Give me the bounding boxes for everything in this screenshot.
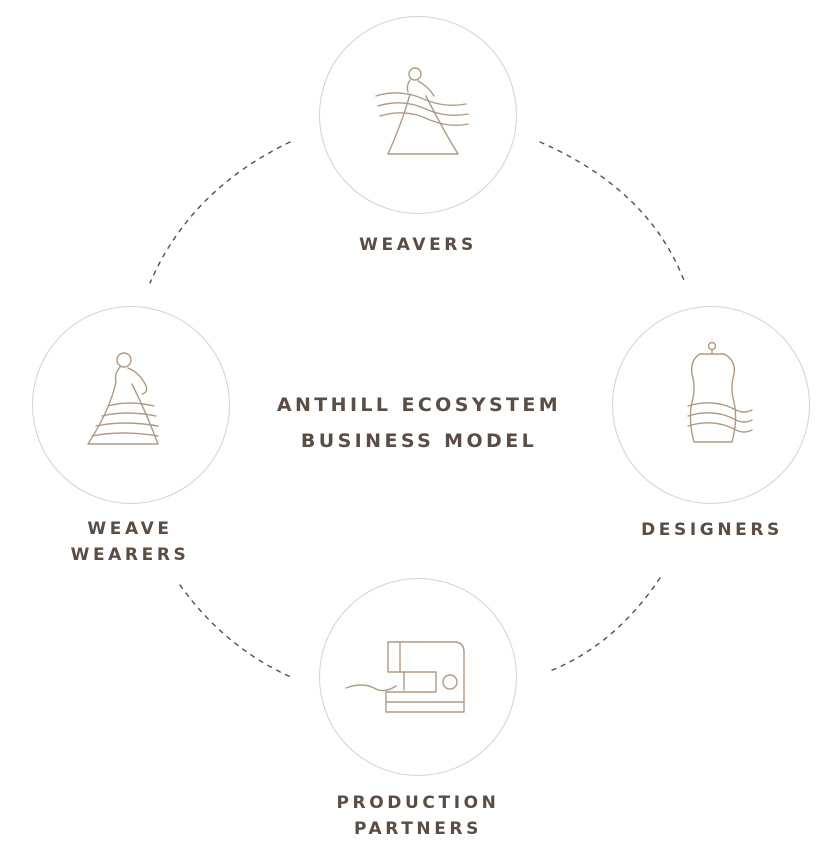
connector-designers-production: [549, 577, 661, 672]
weave-wearers-line2: WEARERS: [70, 545, 190, 565]
weavers-label: WEAVERS: [359, 235, 477, 255]
designers-label: DESIGNERS: [641, 520, 783, 540]
center-title-line2: BUSINESS MODEL: [300, 430, 538, 452]
weave-wearers-label: WEAVE WEARERS: [30, 516, 230, 568]
production-partners-label: PRODUCTION PARTNERS: [300, 790, 536, 842]
connector-weavers-wearers: [149, 141, 291, 284]
production-partners-circle: [319, 578, 517, 776]
dress-form-icon: [687, 341, 753, 443]
weave-wearers-line1: WEAVE: [87, 519, 173, 539]
designers-circle: [612, 306, 810, 504]
connector-wearers-production: [179, 584, 294, 679]
production-partners-line2: PARTNERS: [354, 819, 482, 839]
production-partners-line1: PRODUCTION: [336, 793, 500, 813]
weave-wearers-circle: [32, 306, 230, 504]
weaver-figure-icon: [375, 67, 469, 155]
sewing-machine-icon: [345, 641, 465, 713]
connector-weavers-designers: [539, 141, 686, 284]
woman-in-saree-icon: [87, 352, 159, 445]
center-title-line1: ANTHILL ECOSYSTEM: [276, 394, 562, 416]
